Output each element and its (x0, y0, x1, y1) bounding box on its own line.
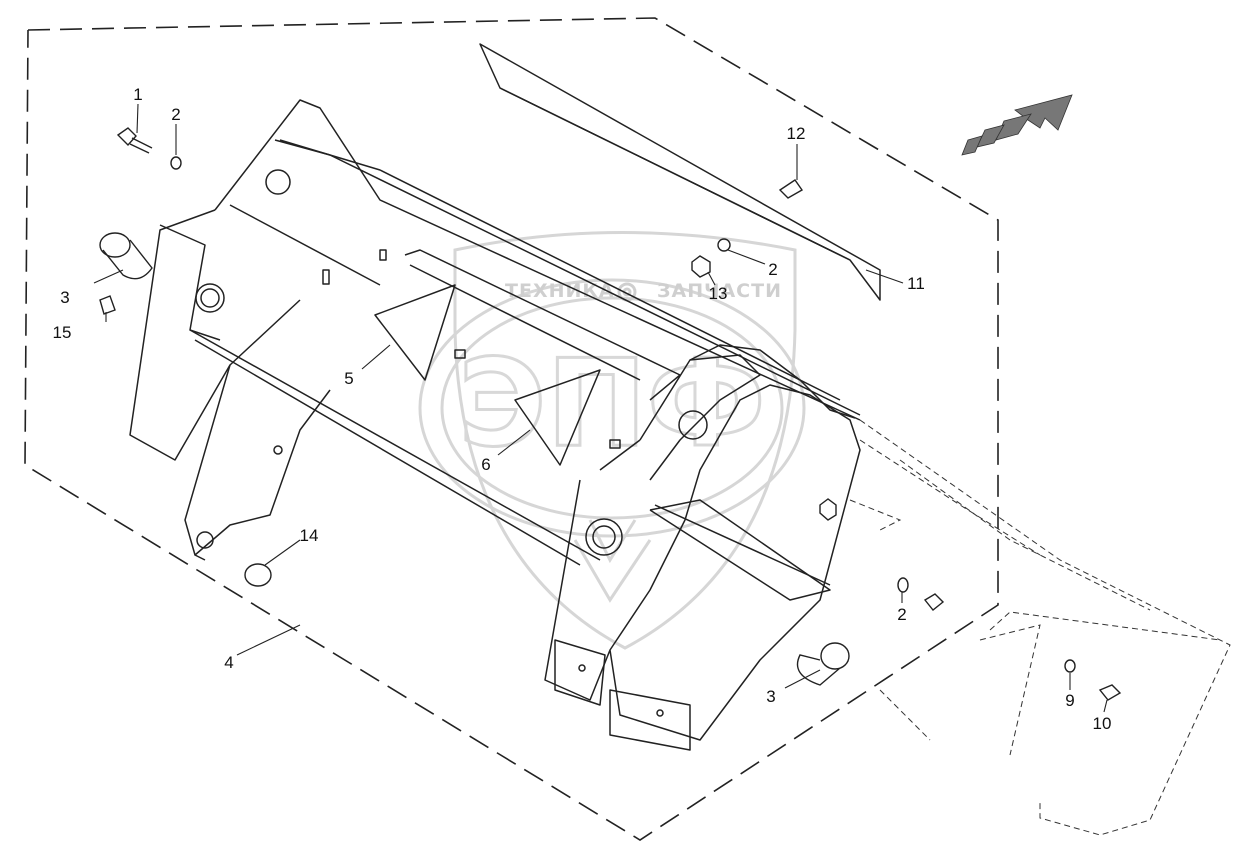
callout-13: 13 (709, 284, 728, 303)
callout-6: 6 (481, 455, 490, 474)
callout-2: 2 (897, 605, 906, 624)
watermark-text-left: ТЕХНИКА (505, 280, 615, 302)
frame-weldment (129, 43, 881, 751)
callout-15: 15 (53, 323, 72, 342)
callout-5: 5 (344, 369, 353, 388)
callout-4: 4 (224, 653, 233, 672)
callout-9: 9 (1065, 691, 1074, 710)
callout-2: 2 (171, 105, 180, 124)
phantom-parts (849, 419, 1231, 836)
callout-11: 11 (907, 274, 925, 293)
callout-1: 1 (133, 85, 142, 104)
loose-parts (99, 127, 1122, 701)
direction-arrow-icon (961, 94, 1073, 156)
callout-2: 2 (768, 260, 777, 279)
watermark-text-right: ЗАПЧАСТИ (657, 280, 782, 302)
leader-lines (93, 103, 1108, 713)
callout-14: 14 (300, 526, 319, 545)
callout-3: 3 (60, 288, 69, 307)
callouts: 1 2 3 15 12 2 13 11 5 6 14 4 2 3 9 10 (53, 85, 1112, 733)
assembly-boundary (24, 17, 999, 841)
callout-3: 3 (766, 687, 775, 706)
callout-12: 12 (787, 124, 806, 143)
callout-10: 10 (1093, 714, 1112, 733)
